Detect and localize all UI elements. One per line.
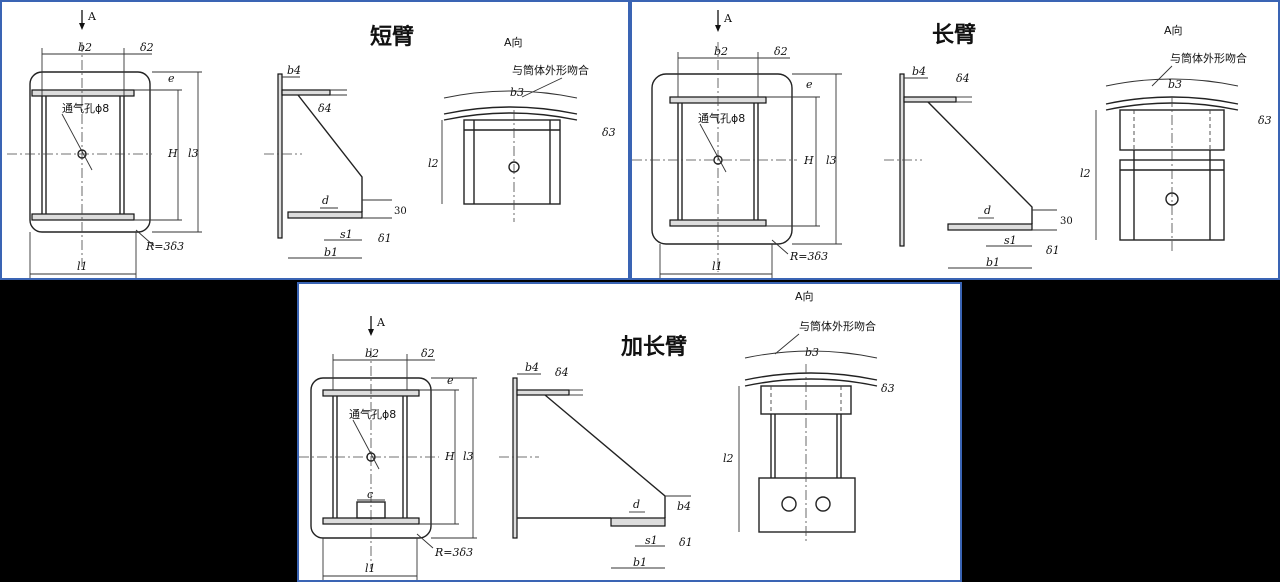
- panel-title: 短臂: [370, 24, 414, 50]
- panel-title: 长臂: [932, 22, 976, 48]
- dim-e: e: [447, 374, 454, 387]
- dim-s1: s1: [340, 228, 353, 241]
- dim-b4: b4: [287, 64, 301, 77]
- dim-b2: b2: [78, 41, 92, 54]
- dim-l1: l1: [712, 260, 723, 273]
- short-arm-drawing: 短臂 A 通气孔ϕ8 b2 δ2: [7, 10, 616, 278]
- radius-label: R=3δ3: [434, 546, 473, 559]
- dim-d1: δ1: [378, 232, 392, 245]
- view-a-label: A向: [795, 289, 814, 303]
- match-note: 与筒体外形吻合: [512, 63, 589, 77]
- view-a-label: A向: [504, 35, 523, 49]
- dim-l3: l3: [463, 450, 474, 463]
- dim-d2: δ2: [421, 347, 435, 360]
- dim-d2: δ2: [774, 45, 788, 58]
- dim-H: H: [167, 147, 178, 160]
- dim-d1: δ1: [1046, 244, 1060, 257]
- dim-l1: l1: [365, 562, 376, 575]
- arrow-a-label: A: [723, 12, 733, 25]
- dim-b2: b2: [365, 347, 379, 360]
- vent-hole-label: 通气孔ϕ8: [349, 407, 396, 421]
- dim-d4: δ4: [956, 72, 970, 85]
- radius-label: R=3δ3: [789, 250, 828, 263]
- dim-d: d: [984, 204, 991, 217]
- dim-l3: l3: [188, 147, 199, 160]
- dim-H: H: [444, 450, 455, 463]
- dim-l2: l2: [723, 452, 734, 465]
- arrow-a-label: A: [376, 316, 386, 329]
- dim-H: H: [803, 154, 814, 167]
- dim-b4: b4: [525, 361, 539, 374]
- base-plate-outline: [29, 71, 151, 233]
- dim-s1: s1: [1004, 234, 1017, 247]
- dim-b3: b3: [1168, 78, 1182, 91]
- dim-l2: l2: [1080, 167, 1091, 180]
- dim-l3: l3: [826, 154, 837, 167]
- dim-d4: δ4: [318, 102, 332, 115]
- dim-d4: δ4: [555, 366, 569, 379]
- panel-title: 加长臂: [620, 334, 687, 360]
- dim-d: d: [322, 194, 329, 207]
- vent-hole-label: 通气孔ϕ8: [62, 101, 109, 115]
- panel-extended-arm: 加长臂 A 通气孔ϕ8 c b2 δ2 e H: [297, 282, 962, 582]
- dim-b1: b1: [633, 556, 647, 569]
- dim-d3: δ3: [1258, 114, 1272, 127]
- dim-d3: δ3: [602, 126, 616, 139]
- view-a-body: [758, 477, 856, 533]
- dim-l2: l2: [428, 157, 439, 170]
- dim-d: d: [633, 498, 640, 511]
- dim-e: e: [168, 72, 175, 85]
- extended-arm-drawing: 加长臂 A 通气孔ϕ8 c b2 δ2 e H: [299, 289, 895, 580]
- dim-b4: b4: [912, 65, 926, 78]
- dim-d3: δ3: [881, 382, 895, 395]
- panel-long-arm: 长臂 A 通气孔ϕ8 b2 δ2 e H l3 l: [630, 0, 1280, 280]
- side-back-plate: [277, 73, 283, 239]
- dim-30: 30: [394, 206, 407, 217]
- dim-b3: b3: [805, 346, 819, 359]
- dim-b3: b3: [510, 86, 524, 99]
- dim-c: c: [367, 488, 373, 501]
- dim-s1: s1: [645, 534, 658, 547]
- view-a-body: [463, 119, 561, 205]
- dim-e: e: [806, 78, 813, 91]
- dim-b1: b1: [986, 256, 1000, 269]
- vent-hole-label: 通气孔ϕ8: [698, 111, 745, 125]
- vent-hole-icon: [77, 149, 87, 159]
- dim-30: 30: [1060, 216, 1073, 227]
- panel-short-arm: 短臂 A 通气孔ϕ8 b2 δ2: [0, 0, 630, 280]
- dim-d2: δ2: [140, 41, 154, 54]
- view-a-label: A向: [1164, 23, 1183, 37]
- dim-b1: b1: [324, 246, 338, 259]
- long-arm-drawing: 长臂 A 通气孔ϕ8 b2 δ2 e H l3 l: [632, 10, 1272, 278]
- vent-hole-icon: [713, 155, 723, 165]
- dim-l1: l1: [77, 260, 88, 273]
- match-note: 与筒体外形吻合: [1170, 51, 1247, 65]
- dim-b2: b2: [714, 45, 728, 58]
- match-note: 与筒体外形吻合: [799, 319, 876, 333]
- arrow-a-label: A: [87, 10, 97, 23]
- dim-d1: δ1: [679, 536, 693, 549]
- side-back-plate: [512, 377, 518, 539]
- base-plate-outline: [651, 73, 793, 245]
- dim-b4-lower: b4: [677, 500, 691, 513]
- radius-label: R=3δ3: [145, 240, 184, 253]
